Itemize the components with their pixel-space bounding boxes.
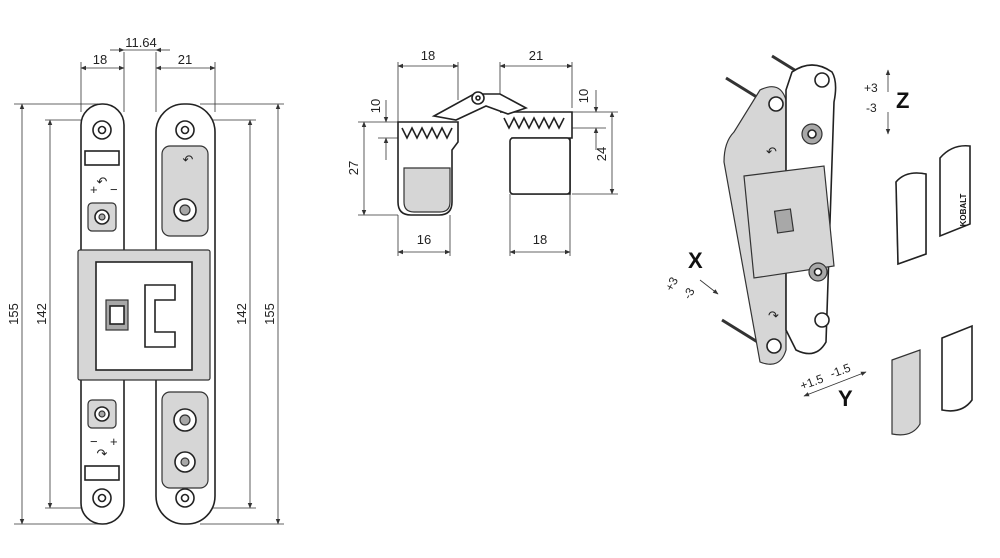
top-view: 18 21 27 10 24 10 16 18: [346, 48, 618, 256]
dim-27: 27: [346, 161, 361, 175]
cover-brand-label: KOBALT: [959, 194, 968, 227]
dim-10-right: 10: [576, 89, 591, 103]
rotate-arrow-icon: ↶: [97, 174, 108, 189]
dim-top-right: 21: [178, 52, 192, 67]
door-stamp-top: DOOR: [90, 154, 114, 163]
dim-bottom-18: 18: [533, 232, 547, 247]
rotate-arrow-icon: ↶: [183, 152, 194, 167]
dim-top-left: 18: [93, 52, 107, 67]
rotate-arrow-icon: ↶: [766, 144, 777, 159]
x-minus-label: -3: [680, 285, 698, 301]
svg-text:+: +: [110, 434, 118, 449]
dim-top-gap: 11.64: [125, 35, 157, 50]
cover-cap-top-right: [939, 144, 971, 238]
isometric-view: ↶ ↷ +3 -3 Z X +3 -3 +1.5 -1.5 Y KOBALT: [662, 54, 973, 436]
x-plus-label: +3: [662, 274, 681, 293]
z-plus-label: +3: [864, 81, 878, 95]
dim-142-right: 142: [234, 303, 249, 325]
z-axis-label: Z: [896, 88, 909, 113]
y-axis-label: Y: [838, 386, 853, 411]
svg-text:+: +: [90, 182, 98, 197]
x-arrow: [699, 279, 719, 295]
x-axis-label: X: [688, 248, 703, 273]
dim-155-right: 155: [262, 303, 277, 325]
z-minus-label: -3: [866, 101, 877, 115]
dim-24: 24: [594, 147, 609, 161]
dim-top-view-18: 18: [421, 48, 435, 63]
y-minus-label: -1.5: [828, 360, 853, 380]
screw-hole-icon: [768, 96, 784, 112]
rotate-arrow-icon: ↷: [768, 308, 779, 323]
dim-16: 16: [417, 232, 431, 247]
dim-top-view-21: 21: [529, 48, 543, 63]
cover-cap-bottom-right: [941, 324, 973, 412]
y-arrow: [803, 371, 867, 397]
front-view: 18 11.64 21 155 142 142 155 DOOR ↶ + −: [6, 35, 284, 525]
screw-hole-icon: [766, 338, 782, 354]
screw-hole-icon: [814, 312, 830, 328]
dim-155-left: 155: [6, 303, 21, 325]
screw-hole-icon: [814, 72, 830, 88]
svg-text:−: −: [90, 434, 98, 449]
door-stamp-bottom: DOOR: [90, 468, 114, 477]
cover-cap-bottom-left: [891, 349, 921, 436]
svg-text:−: −: [110, 182, 118, 197]
dim-10-left: 10: [368, 99, 383, 113]
rotate-arrow-icon: ↷: [97, 446, 108, 461]
dim-142-left: 142: [34, 303, 49, 325]
